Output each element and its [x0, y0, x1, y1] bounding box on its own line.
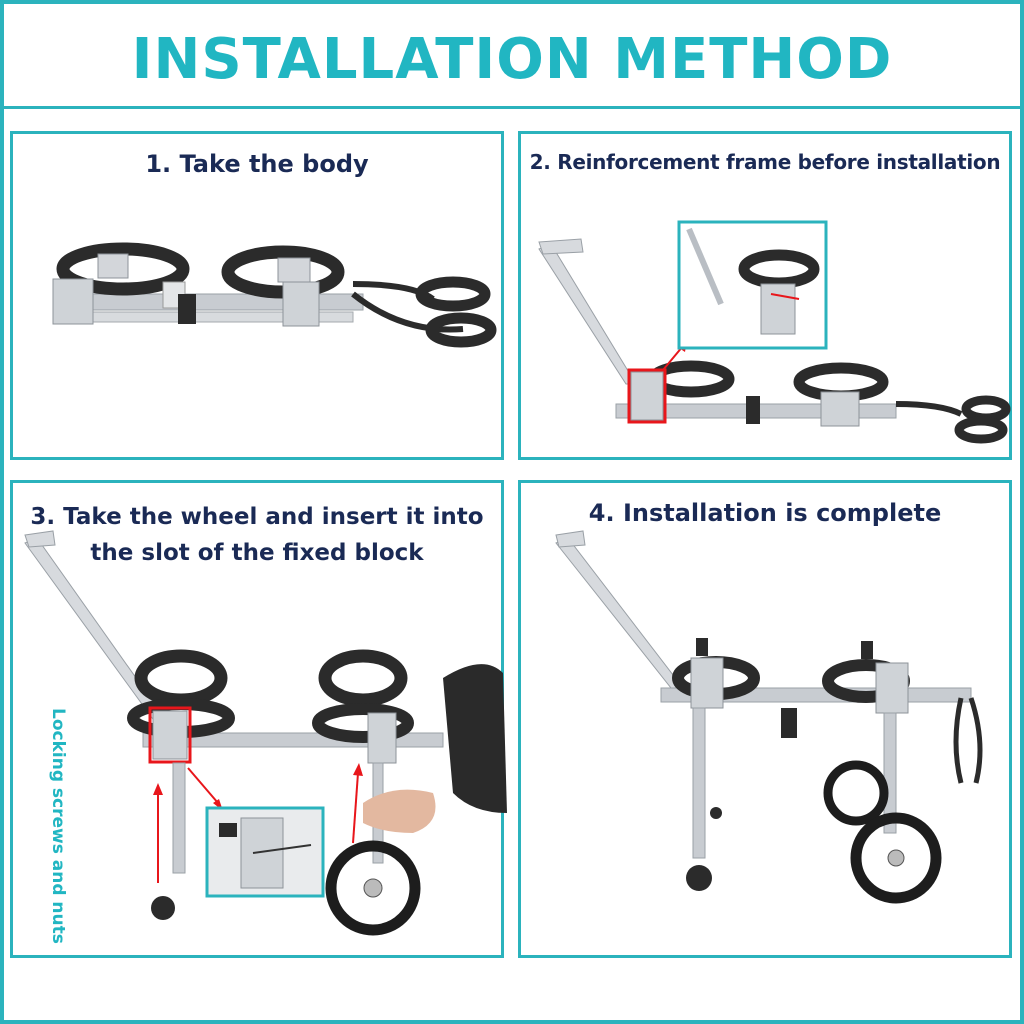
title-divider — [4, 106, 1020, 109]
step-4-number: 4. — [588, 499, 615, 527]
step-2-panel: 2. Reinforcement frame before installati… — [518, 131, 1012, 460]
step-2-text: Reinforcement frame before installation — [557, 150, 1001, 174]
step-3-heading: 3. Take the wheel and insert it into the… — [13, 499, 501, 571]
step-3-line-1: 3. Take the wheel and insert it into — [13, 499, 501, 535]
step-3-panel: 3. Take the wheel and insert it into the… — [10, 480, 507, 958]
step-3-number: 3. — [30, 504, 56, 530]
footer-band — [4, 980, 1020, 1020]
step-1-number: 1. — [145, 150, 172, 178]
reinforcement-frame-illustration — [538, 220, 1011, 444]
page-title: INSTALLATION METHOD — [131, 27, 893, 92]
step-4-panel: 4. Installation is complete — [518, 480, 1012, 958]
step-3-text-line-1: Take the wheel and insert it into — [63, 504, 484, 530]
locking-screws-callout: Locking screws and nuts — [48, 708, 68, 944]
step-1-text: Take the body — [179, 150, 369, 178]
step-4-heading: 4. Installation is complete — [521, 499, 1009, 527]
step-4-text: Installation is complete — [622, 499, 942, 527]
step-2-number: 2. — [529, 150, 551, 174]
step-1-heading: 1. Take the body — [13, 150, 501, 178]
step-3-line-2: the slot of the fixed block — [90, 540, 424, 566]
insert-wheel-illustration — [24, 530, 507, 936]
completed-wheelchair-illustration — [555, 530, 983, 904]
wheelchair-body-illustration — [52, 242, 497, 348]
step-1-panel: 1. Take the body — [10, 131, 504, 460]
step-2-heading: 2. Reinforcement frame before installati… — [521, 150, 1009, 174]
